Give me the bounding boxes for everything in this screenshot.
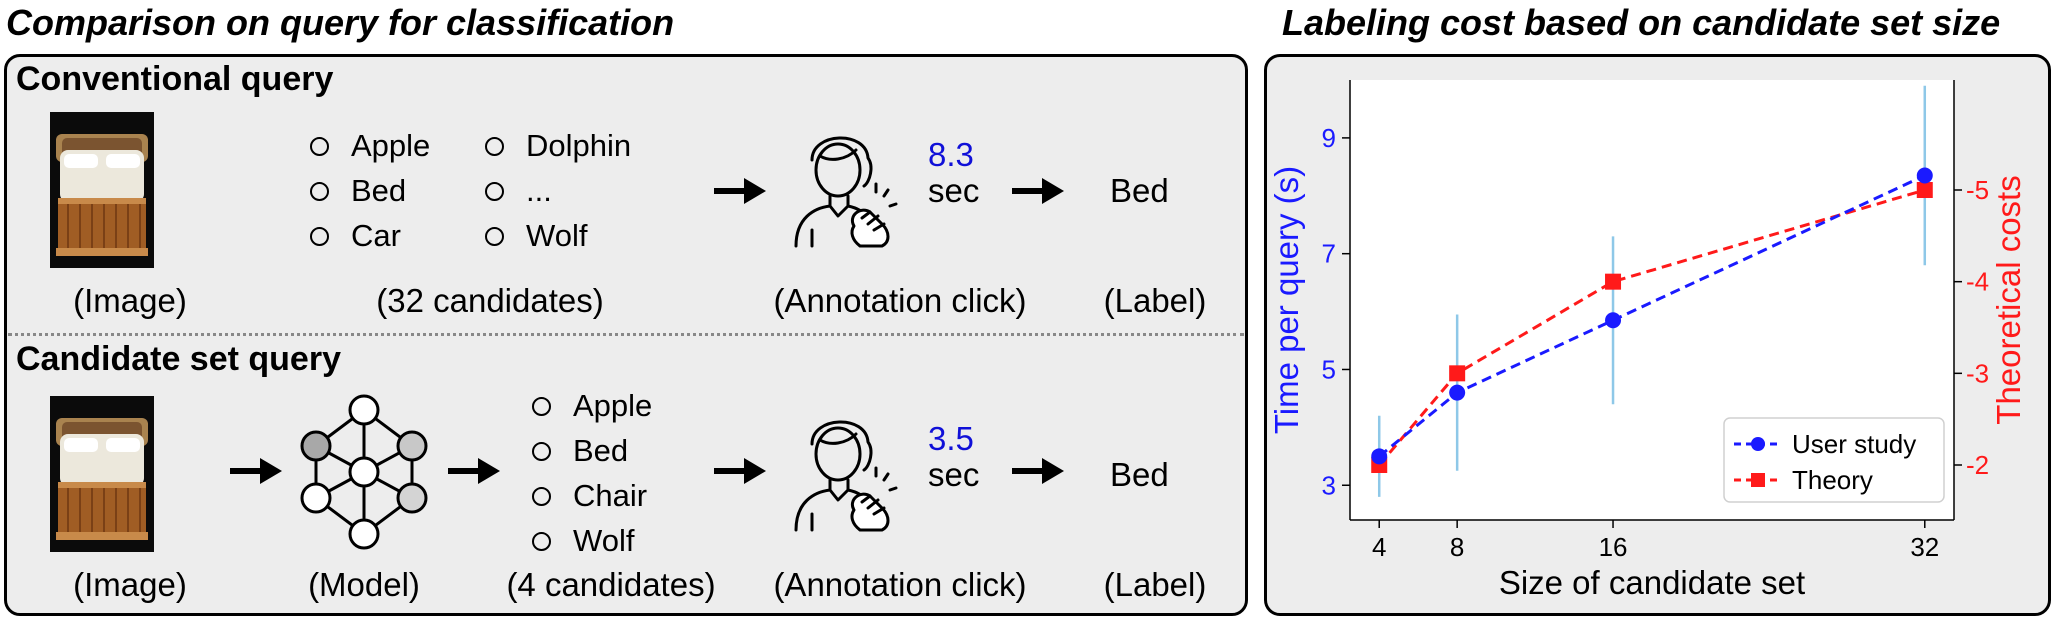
data-point-user-study [1605, 312, 1622, 329]
arrow-right-icon [230, 458, 282, 484]
data-point-user-study [1371, 448, 1388, 465]
radio-icon[interactable] [532, 531, 551, 551]
y-left-tick-label: 5 [1322, 354, 1336, 384]
right-title: Labeling cost based on candidate set siz… [1282, 2, 2001, 43]
option-label: Bed [573, 433, 629, 468]
radio-icon[interactable] [532, 441, 551, 461]
option-dolphin[interactable]: Dolphin [485, 128, 631, 164]
option-label: Apple [573, 388, 653, 423]
caption-label: (Label) [1103, 566, 1207, 603]
radio-icon[interactable] [532, 396, 551, 416]
option-wolf[interactable]: Wolf [485, 218, 587, 254]
caption-image: (Image) [73, 282, 187, 319]
radio-icon[interactable] [310, 181, 329, 201]
caption-annotation-click: (Annotation click) [773, 282, 1027, 319]
data-point-theory [1449, 365, 1466, 382]
option-ellipsis[interactable]: ... [485, 173, 552, 209]
legend-label-user-study: User study [1792, 429, 1916, 459]
option-apple[interactable]: Apple [532, 388, 652, 424]
left-title: Comparison on query for classification [6, 2, 675, 43]
data-point-user-study [1916, 167, 1933, 184]
candidate-time-unit: sec [928, 456, 980, 493]
y-right-tick-label: -4 [1966, 267, 1989, 297]
y-left-tick-label: 3 [1322, 470, 1336, 500]
radio-icon[interactable] [310, 226, 329, 246]
legend-marker-theory [1751, 473, 1765, 487]
legend-label-theory: Theory [1792, 465, 1873, 495]
data-point-theory [1916, 182, 1933, 198]
series-line-theory [1378, 188, 1926, 466]
radio-icon[interactable] [485, 226, 504, 246]
option-wolf[interactable]: Wolf [532, 523, 634, 559]
candidate-heading: Candidate set query [16, 340, 341, 378]
caption-candidates: (32 candidates) [376, 282, 604, 319]
arrow-right-icon [448, 458, 500, 484]
option-car[interactable]: Car [310, 218, 401, 254]
legend-box [1723, 417, 1945, 503]
x-axis-label: Size of candidate set [1499, 564, 1805, 601]
y-axis-right-label: Theoretical costs [1990, 175, 2027, 424]
annotator-click-icon [794, 136, 898, 248]
option-chair[interactable]: Chair [532, 478, 647, 514]
y-left-tick-label: 9 [1322, 123, 1336, 153]
radio-icon[interactable] [310, 136, 329, 156]
option-label: Dolphin [526, 128, 632, 163]
option-label: Bed [351, 173, 407, 208]
option-label: ... [526, 173, 552, 208]
candidate-time-value: 3.5 [928, 420, 974, 457]
conventional-time-value: 8.3 [928, 136, 974, 173]
radio-icon[interactable] [485, 136, 504, 156]
option-bed[interactable]: Bed [310, 173, 406, 209]
x-tick-label: 16 [1599, 532, 1628, 562]
bed-image [50, 396, 154, 552]
caption-candidates: (4 candidates) [506, 566, 716, 603]
x-tick-label: 8 [1450, 532, 1464, 562]
option-label: Apple [351, 128, 431, 163]
radio-icon[interactable] [532, 486, 551, 506]
conventional-heading: Conventional query [16, 60, 334, 98]
y-right-tick-label: -2 [1966, 450, 1989, 480]
arrow-right-icon [714, 178, 766, 204]
data-point-user-study [1449, 384, 1466, 401]
option-label: Chair [573, 478, 648, 513]
section-divider [8, 333, 1244, 336]
y-left-tick-label: 7 [1322, 239, 1336, 269]
bed-image [50, 112, 154, 268]
option-label: Wolf [573, 523, 635, 558]
caption-image: (Image) [73, 566, 187, 603]
option-apple[interactable]: Apple [310, 128, 430, 164]
candidate-label-value: Bed [1110, 456, 1169, 493]
caption-label: (Label) [1103, 282, 1207, 319]
y-axis-left-label: Time per query (s) [1268, 166, 1305, 434]
y-right-tick-label: -5 [1966, 175, 1989, 205]
model-network-icon [300, 394, 428, 550]
arrow-right-icon [1012, 458, 1064, 484]
legend-marker-user-study [1751, 437, 1765, 451]
annotator-click-icon [794, 420, 898, 532]
arrow-right-icon [714, 458, 766, 484]
option-label: Car [351, 218, 401, 253]
radio-icon[interactable] [485, 181, 504, 201]
y-right-tick-label: -3 [1966, 358, 1989, 388]
caption-annotation-click: (Annotation click) [773, 566, 1027, 603]
caption-model: (Model) [308, 566, 420, 603]
x-tick-label: 32 [1910, 532, 1939, 562]
option-bed[interactable]: Bed [532, 433, 628, 469]
series-line-user-study [1378, 174, 1926, 458]
option-label: Wolf [526, 218, 588, 253]
conventional-label-value: Bed [1110, 172, 1169, 209]
conventional-time-unit: sec [928, 172, 980, 209]
x-tick-label: 4 [1372, 532, 1386, 562]
arrow-right-icon [1012, 178, 1064, 204]
data-point-theory [1605, 273, 1622, 290]
